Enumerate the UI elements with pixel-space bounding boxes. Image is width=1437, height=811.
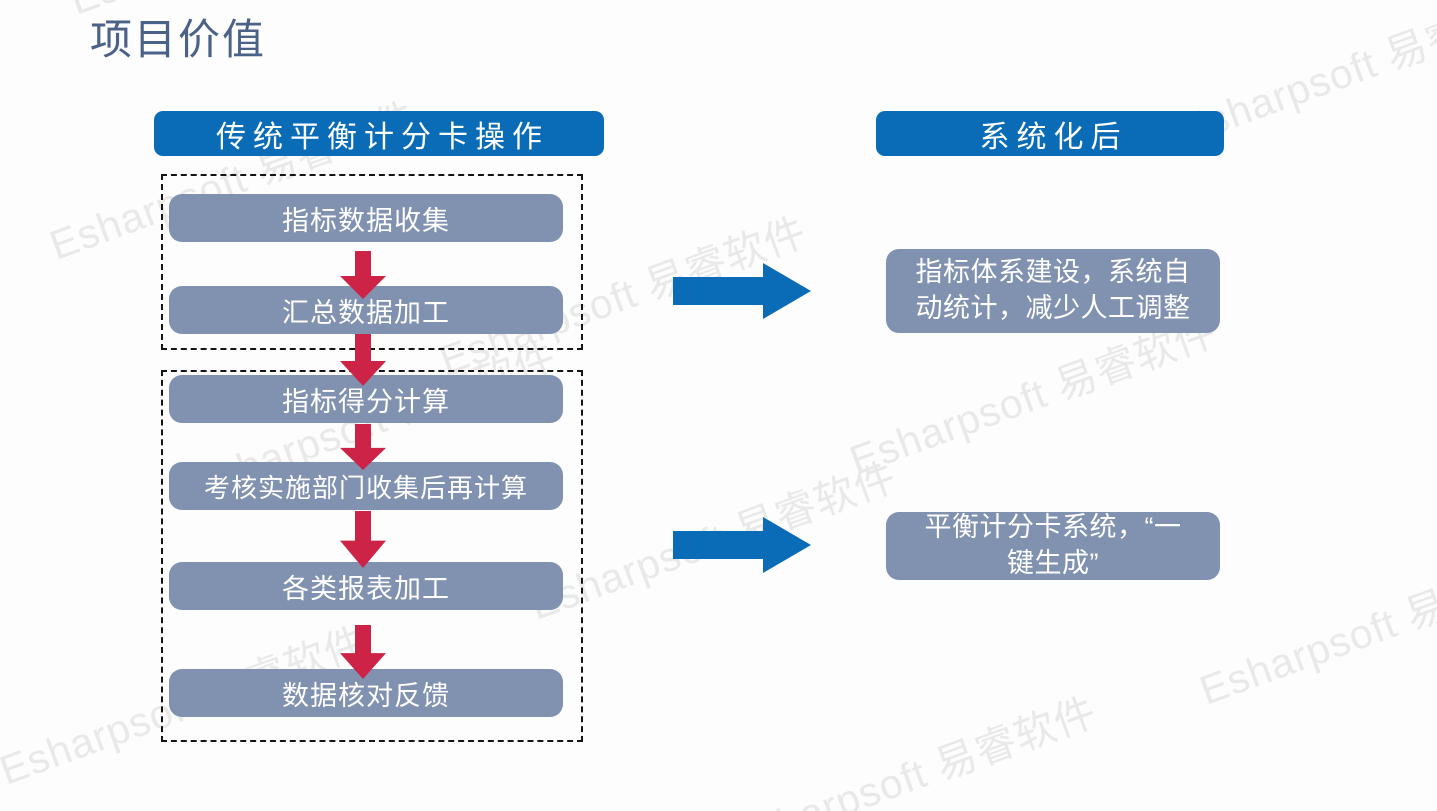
arrow-right-icon [673, 263, 811, 319]
arrow-right-icon [673, 517, 811, 573]
outcome-box-2: 平衡计分卡系统，“一 键生成” [886, 512, 1220, 580]
page-title: 项目价值 [90, 16, 267, 63]
flow-step-1: 指标数据收集 [169, 194, 563, 242]
flow-step-6: 数据核对反馈 [169, 669, 563, 717]
arrow-down-icon [340, 625, 386, 679]
flow-step-5: 各类报表加工 [169, 562, 563, 610]
flow-step-4: 考核实施部门收集后再计算 [169, 462, 563, 510]
group-frame-data-collection [161, 174, 583, 350]
flow-step-3: 指标得分计算 [169, 375, 563, 423]
arrow-down-icon [340, 251, 386, 299]
arrow-down-icon [340, 334, 386, 386]
arrow-down-icon [340, 424, 386, 470]
column-header-systemized: 系统化后 [876, 111, 1224, 156]
arrow-down-icon [340, 511, 386, 568]
outcome-box-1: 指标体系建设，系统自 动统计，减少人工调整 [886, 249, 1220, 333]
column-header-traditional: 传统平衡计分卡操作 [154, 111, 604, 156]
